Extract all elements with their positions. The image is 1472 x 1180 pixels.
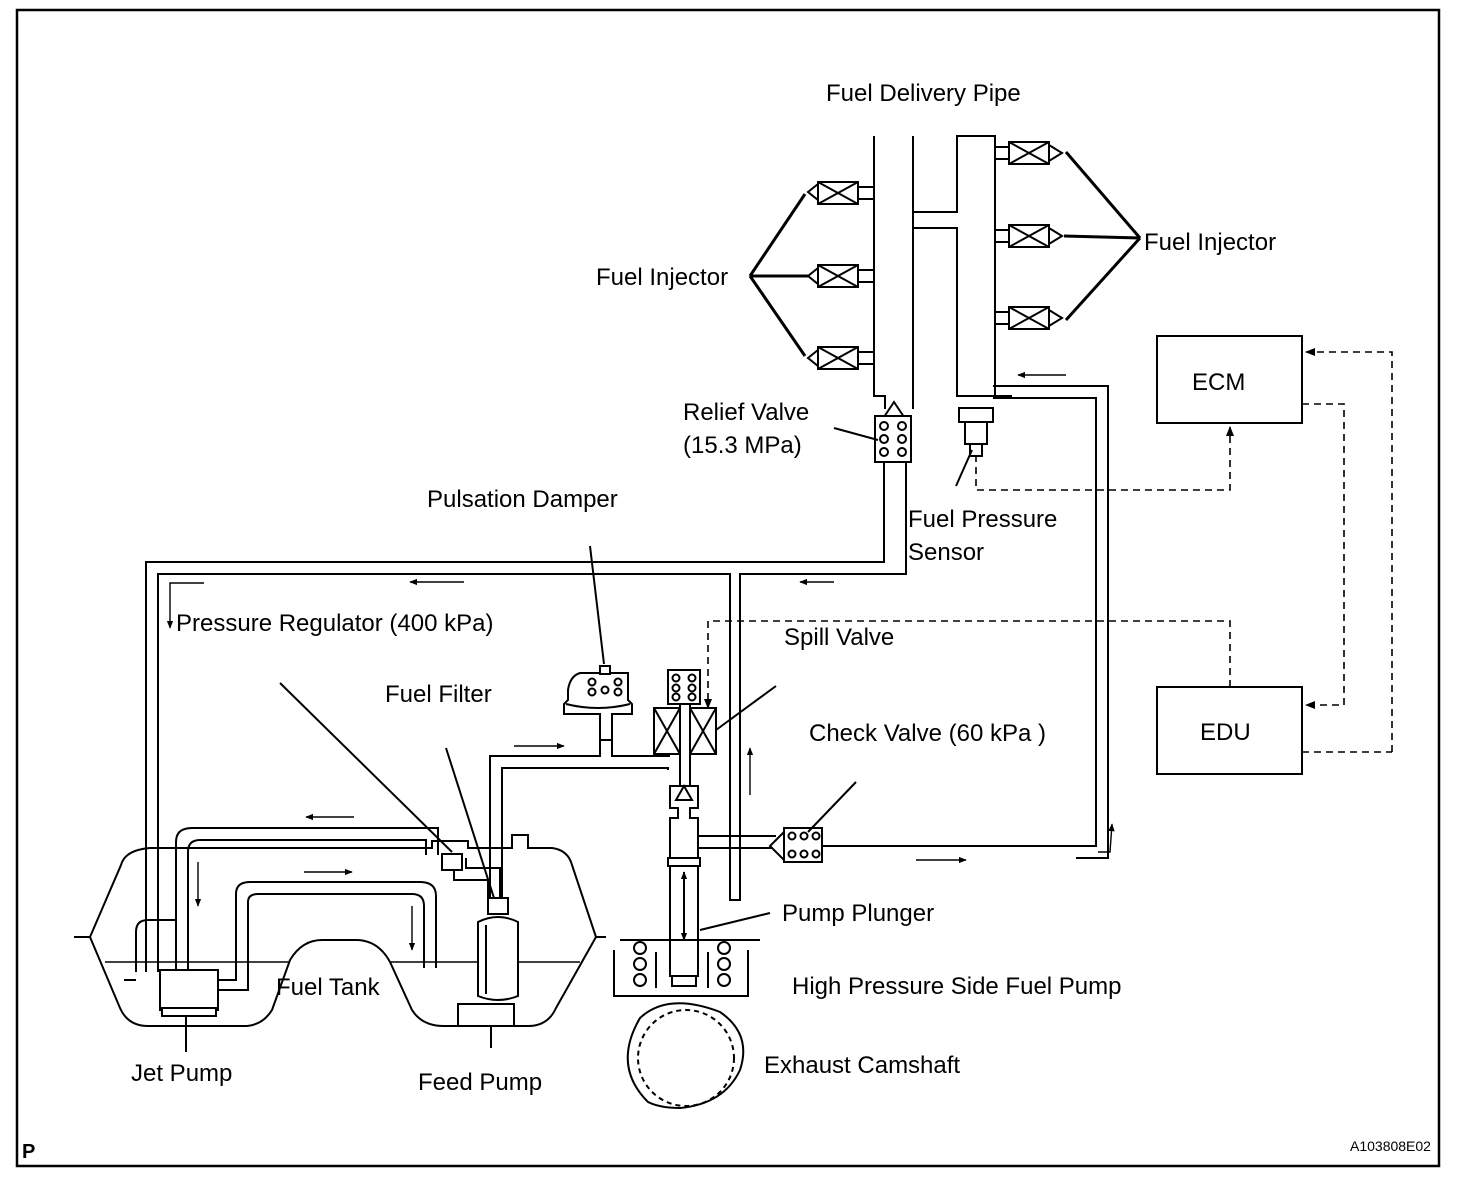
ecm-box xyxy=(1156,335,1303,424)
fuel-filter-label: Fuel Filter xyxy=(385,681,492,708)
exhaust-camshaft-label: Exhaust Camshaft xyxy=(764,1052,960,1079)
fuel-injector-left-label: Fuel Injector xyxy=(596,264,728,291)
exhaust-camshaft xyxy=(626,1002,745,1110)
feed-pump xyxy=(457,897,519,1048)
relief-valve-label-line2: (15.3 MPa) xyxy=(683,432,802,459)
injector-l1 xyxy=(806,181,875,205)
spill-valve-label: Spill Valve xyxy=(784,624,894,651)
fuel-injector-right-group xyxy=(994,141,1064,330)
ecm-label: ECM xyxy=(1192,369,1245,396)
spill-valve xyxy=(653,669,717,786)
supply-line xyxy=(489,738,670,898)
high-pressure-line xyxy=(820,371,1115,864)
injector-r1 xyxy=(994,141,1064,165)
tank-piping xyxy=(124,813,501,991)
leader-lines xyxy=(279,427,973,931)
fuel-injector-left-group xyxy=(806,181,875,370)
check-valve-label: Check Valve (60 kPa ) xyxy=(809,720,1046,747)
fuel-pressure-sensor-label-line1: Fuel Pressure xyxy=(908,506,1057,533)
fuel-delivery-pipe xyxy=(873,135,996,457)
fuel-injector-right-label: Fuel Injector xyxy=(1144,229,1276,256)
diagram-border xyxy=(15,8,1441,1168)
pulsation-damper xyxy=(563,665,633,741)
jet-pump xyxy=(159,969,219,1052)
fuel-pressure-sensor-label-line2: Sensor xyxy=(908,539,984,566)
feed-pump-label: Feed Pump xyxy=(418,1069,542,1096)
injector-l3 xyxy=(806,346,875,370)
signal-lines xyxy=(704,348,1393,753)
return-line xyxy=(145,462,907,901)
pressure-regulator-label: Pressure Regulator (400 kPa) xyxy=(176,610,493,637)
injector-l2 xyxy=(806,264,875,288)
jet-pump-label: Jet Pump xyxy=(131,1060,232,1087)
injector-r3 xyxy=(994,306,1064,330)
figure-code: A103808E02 xyxy=(1350,1138,1431,1154)
pump-body xyxy=(667,783,776,987)
check-valve xyxy=(768,827,823,863)
pump-plunger-label: Pump Plunger xyxy=(782,900,934,927)
high-pressure-pump-housing xyxy=(613,939,760,997)
edu-box xyxy=(1156,686,1303,775)
relief-valve xyxy=(874,400,912,463)
injector-r2 xyxy=(994,224,1064,248)
fuel-delivery-pipe-label: Fuel Delivery Pipe xyxy=(826,80,1021,107)
corner-mark: P xyxy=(22,1141,35,1163)
high-pressure-pump-label: High Pressure Side Fuel Pump xyxy=(792,973,1121,1000)
fuel-tank-label: Fuel Tank xyxy=(276,974,381,1001)
pulsation-damper-label: Pulsation Damper xyxy=(427,486,618,513)
edu-label: EDU xyxy=(1200,719,1251,746)
relief-valve-label-line1: Relief Valve xyxy=(683,399,809,426)
